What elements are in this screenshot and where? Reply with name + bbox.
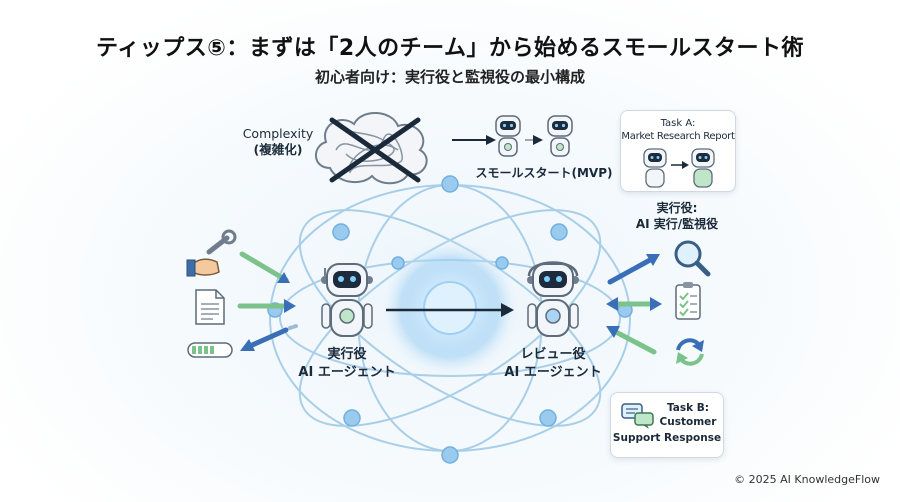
network-node xyxy=(495,256,509,270)
wrench-hand-icon xyxy=(186,229,237,277)
complexity-label-en: Complexity xyxy=(242,126,314,141)
network-node xyxy=(441,446,459,464)
input-arrows xyxy=(237,251,298,351)
document-icon xyxy=(195,289,225,325)
robot-icon xyxy=(643,148,667,188)
task-a-robots xyxy=(643,148,715,188)
reviewer-label: レビュー役 AI エージェント xyxy=(486,346,620,382)
page-title: ティップス⑤：まずは「2人のチーム」から始めるスモールスタート術 xyxy=(96,36,804,61)
chat-bubbles-icon xyxy=(621,403,654,429)
headset-icon xyxy=(527,261,579,277)
task-b-name-1: Customer xyxy=(659,416,717,428)
network-node xyxy=(441,175,459,193)
reviewer-label-role: レビュー役 xyxy=(520,347,586,362)
task-a-title: Task A: xyxy=(660,118,696,129)
robot-icon xyxy=(547,115,573,157)
task-a-name: Market Research Report xyxy=(621,131,735,142)
progress-bar-icon xyxy=(187,342,233,358)
handoff-arrow-head xyxy=(501,303,514,317)
copyright: © 2025 AI KnowledgeFlow xyxy=(734,473,880,486)
checklist-icon xyxy=(675,282,701,320)
task-a-card: Task A: Market Research Report xyxy=(620,110,736,192)
task-b-title: Task B: xyxy=(667,402,709,414)
refresh-icon xyxy=(676,338,704,366)
network-node xyxy=(550,223,568,241)
reviewer-robot-icon xyxy=(527,261,579,337)
right-caption: 実行役: AI 実行/監視役 xyxy=(620,200,734,232)
task-b-card: Task B: Customer Support Response xyxy=(610,392,724,458)
central-core xyxy=(423,281,477,335)
reviewer-label-type: AI エージェント xyxy=(504,365,602,380)
magnifier-icon xyxy=(674,240,711,277)
cross-out-mark xyxy=(329,117,421,183)
output-arrows xyxy=(606,254,662,355)
robot-icon xyxy=(691,148,715,188)
complexity-label: Complexity (複雑化) xyxy=(232,126,324,158)
network-node xyxy=(539,409,557,427)
right-caption-line1: 実行役: xyxy=(656,201,698,215)
complexity-label-ja: (複雑化) xyxy=(253,142,303,157)
network-node xyxy=(332,223,350,241)
complexity-cloud-icon xyxy=(315,111,428,185)
network-node xyxy=(343,409,361,427)
executor-label: 実行役 AI エージェント xyxy=(282,346,412,382)
page-subtitle: 初心者向け：実行役と監視役の最小構成 xyxy=(314,68,585,86)
executor-robot-icon xyxy=(321,263,373,337)
task-b-name-2: Support Response xyxy=(612,432,722,444)
executor-label-type: AI エージェント xyxy=(298,365,396,380)
network-node xyxy=(391,256,405,270)
mvp-robots xyxy=(495,115,573,157)
mvp-label: スモールスタート(MVP) xyxy=(475,166,613,180)
executor-label-role: 実行役 xyxy=(327,347,367,362)
right-caption-line2: AI 実行/監視役 xyxy=(635,217,719,231)
robot-icon xyxy=(495,115,521,157)
